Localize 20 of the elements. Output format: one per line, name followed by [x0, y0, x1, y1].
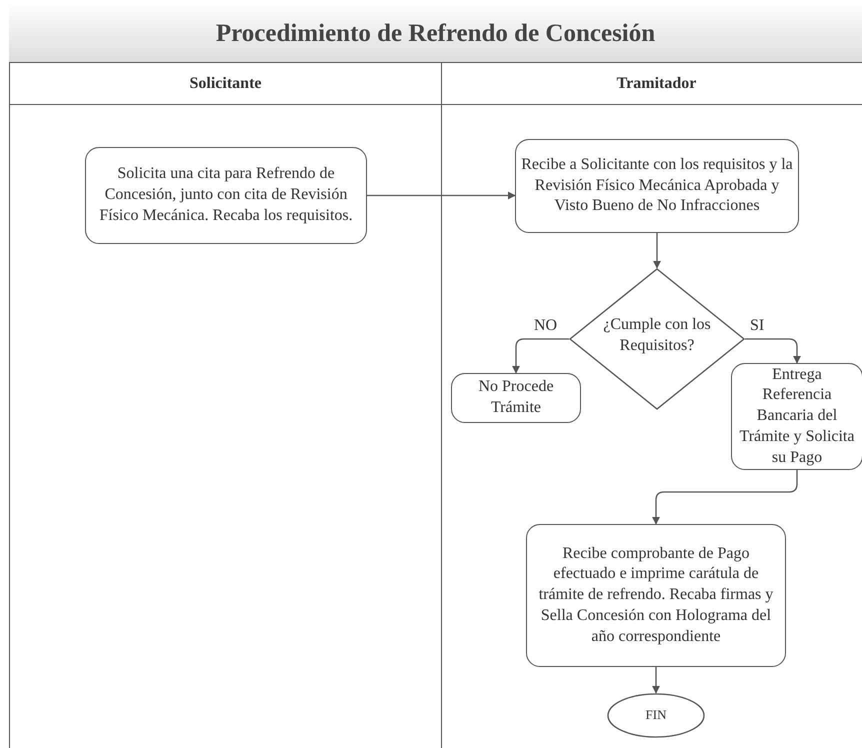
end-terminator — [607, 693, 705, 738]
terminator-text: FIN — [646, 707, 666, 724]
process-box: Entrega Referencia Bancaria del Trámite y Solicita su Pago — [731, 363, 862, 470]
arrow — [653, 233, 661, 269]
arrow — [652, 667, 660, 694]
decision-text: ¿Cumple con los Requisitos? — [602, 315, 712, 356]
swimlane — [441, 62, 862, 748]
process-box: Recibe comprobante de Pago efectuado e imprime carátula de trámite de refrendo. Recaba firmas y Sella Concesión con Holograma del año correspondiente — [526, 524, 786, 667]
arrow — [512, 338, 569, 374]
title: Procedimiento de Refrendo de Concesión — [216, 20, 656, 48]
arrow — [367, 192, 516, 200]
arrow — [745, 338, 801, 364]
process-box: No Procede Trámite — [451, 373, 581, 423]
process-box: Recibe a Solicitante con los requisitos y la Revisión Físico Mecánica Aprobada y Visto Bueno de No Infracciones — [515, 139, 799, 233]
lane-title: Solicitante — [190, 74, 262, 92]
decision-diamond — [569, 268, 745, 410]
swimlane — [9, 62, 441, 748]
arrow — [652, 470, 798, 525]
lane-title: Tramitador — [616, 74, 696, 92]
process-box: Solicita una cita para Refrendo de Concesión, junto con cita de Revisión Físico Mecánica. Recaba los requisitos. — [85, 147, 367, 244]
